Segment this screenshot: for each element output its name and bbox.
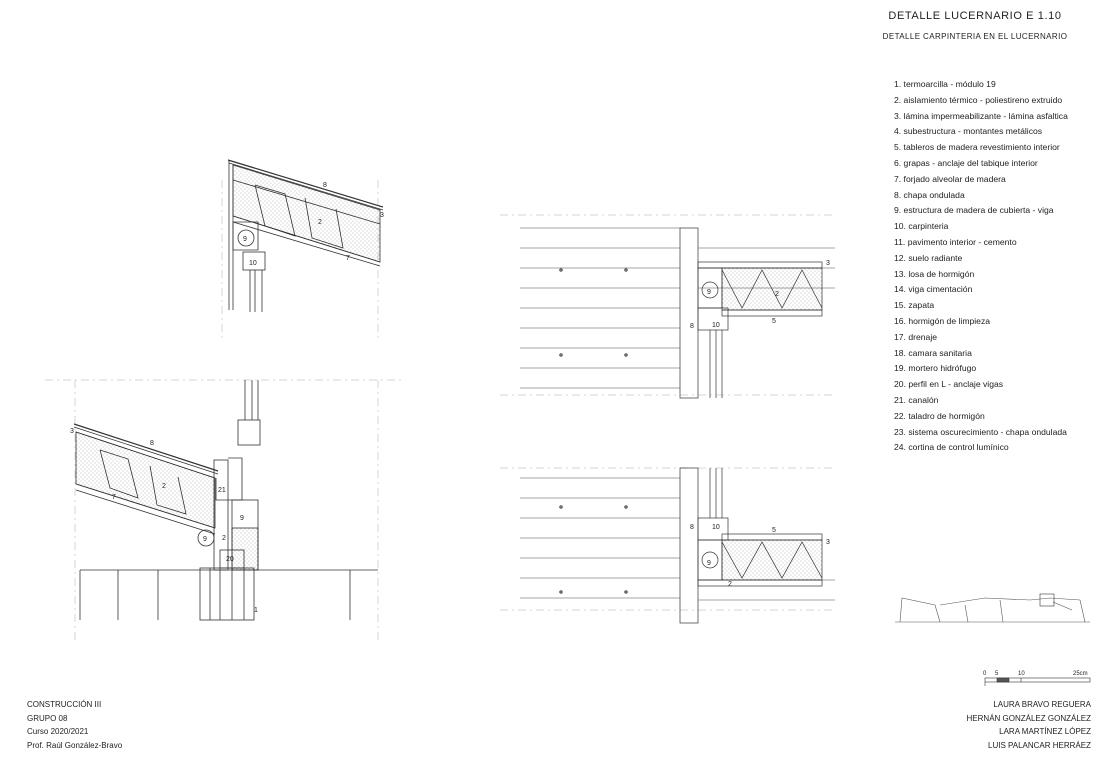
materials-legend: 1. termoarcilla - módulo 19 2. aislamien…: [894, 77, 1068, 456]
legend-item: 24. cortina de control lumínico: [894, 442, 1009, 453]
legend-item: 12. suelo radiante: [894, 252, 963, 263]
author-name: LUIS PALANCAR HERRÁEZ: [988, 740, 1091, 750]
legend-item: 21. canalón: [894, 394, 939, 405]
callouts-section-lower: 3 8 2 7 21 9 9 2 20 1: [70, 428, 258, 614]
scale-bar: [984, 677, 1091, 686]
callout: 1: [254, 607, 258, 614]
legend-item: 16. hormigón de limpieza: [894, 315, 991, 326]
section-upper-roof: [221, 159, 384, 340]
plan-carpentry-upper: [500, 214, 835, 399]
legend-item: 22. taladro de hormigón: [894, 410, 985, 421]
callout: 21: [218, 487, 226, 494]
callout: 10: [712, 524, 720, 531]
group-number: GRUPO 08: [27, 713, 68, 723]
legend-item: 15. zapata: [894, 300, 935, 311]
callout: 2: [775, 291, 779, 298]
callout: 9: [243, 236, 247, 243]
callout: 5: [772, 318, 776, 325]
section-lower-gutter: [45, 379, 405, 640]
scale-label-5: 5: [995, 671, 999, 677]
callout: 20: [226, 556, 234, 563]
callout: 3: [380, 212, 384, 219]
callout: 5: [772, 527, 776, 534]
callouts-section-upper: 8 3 2 9 10 7: [243, 182, 384, 267]
legend-item: 19. mortero hidrófugo: [894, 363, 977, 374]
callouts-plan-lower: 8 10 5 3 9 2: [690, 524, 830, 588]
callout: 7: [112, 494, 116, 501]
callout: 9: [203, 536, 207, 543]
callout: 9: [240, 515, 244, 522]
legend-item: 7. forjado alveolar de madera: [894, 173, 1006, 184]
key-plan-thumbnail: [895, 593, 1090, 623]
callouts-plan-upper: 3 9 2 5 8 10: [690, 260, 830, 330]
professor: Prof. Raúl González-Bravo: [27, 740, 123, 750]
legend-item: 11. pavimento interior - cemento: [894, 236, 1017, 247]
callout: 8: [323, 182, 327, 189]
callout: 8: [690, 524, 694, 531]
academic-year: Curso 2020/2021: [27, 727, 89, 736]
callout: 3: [826, 260, 830, 267]
callout: 3: [70, 428, 74, 435]
legend-item: 13. losa de hormigón: [894, 268, 975, 279]
legend-item: 10. carpinteria: [894, 221, 949, 232]
callout: 10: [712, 322, 720, 329]
callout: 2: [318, 219, 322, 226]
drawing-title: DETALLE LUCERNARIO E 1.10: [888, 10, 1062, 22]
legend-item: 6. grapas - anclaje del tabique interior: [894, 157, 1038, 168]
legend-item: 20. perfil en L - anclaje vigas: [894, 379, 1004, 390]
legend-item: 1. termoarcilla - módulo 19: [894, 79, 996, 89]
legend-item: 5. tableros de madera revestimiento inte…: [894, 142, 1060, 153]
callout: 8: [690, 323, 694, 330]
legend-item: 8. chapa ondulada: [894, 189, 965, 200]
legend-item: 9. estructura de madera de cubierta - vi…: [894, 205, 1054, 216]
author-name: LARA MARTÍNEZ LÓPEZ: [999, 727, 1091, 736]
legend-item: 18. camara sanitaria: [894, 347, 972, 358]
callout: 2: [162, 483, 166, 490]
author-name: LAURA BRAVO REGUERA: [993, 700, 1091, 709]
callout: 2: [728, 581, 732, 588]
scale-label-0: 0: [983, 671, 987, 677]
legend-item: 17. drenaje: [894, 331, 938, 342]
legend-item: 23. sistema oscurecimiento - chapa ondul…: [894, 426, 1067, 437]
callout: 7: [346, 255, 350, 262]
authors-list: LAURA BRAVO REGUERA HERNÁN GONZÁLEZ GONZ…: [967, 698, 1091, 752]
scale-label-25cm: 25cm: [1073, 671, 1088, 677]
legend-item: 3. lámina impermeabilizante - lámina asf…: [894, 110, 1068, 121]
drawing-subtitle: DETALLE CARPINTERIA EN EL LUCERNARIO: [882, 32, 1068, 41]
course-info: CONSTRUCCIÓN III GRUPO 08 Curso 2020/202…: [27, 698, 122, 752]
callout: 8: [150, 440, 154, 447]
plan-carpentry-lower: [500, 467, 835, 624]
callout: 9: [707, 289, 711, 296]
author-name: HERNÁN GONZÁLEZ GONZÁLEZ: [966, 713, 1091, 723]
callout: 9: [707, 560, 711, 567]
legend-item: 14. viga cimentación: [894, 284, 973, 295]
callout: 3: [826, 539, 830, 546]
callout: 10: [249, 260, 257, 267]
legend-item: 4. subestructura - montantes metálicos: [894, 126, 1043, 137]
course-name: CONSTRUCCIÓN III: [27, 700, 102, 709]
callout: 2: [222, 535, 226, 542]
legend-item: 2. aislamiento térmico - poliestireno ex…: [894, 94, 1063, 105]
scale-label-10: 10: [1018, 671, 1025, 677]
